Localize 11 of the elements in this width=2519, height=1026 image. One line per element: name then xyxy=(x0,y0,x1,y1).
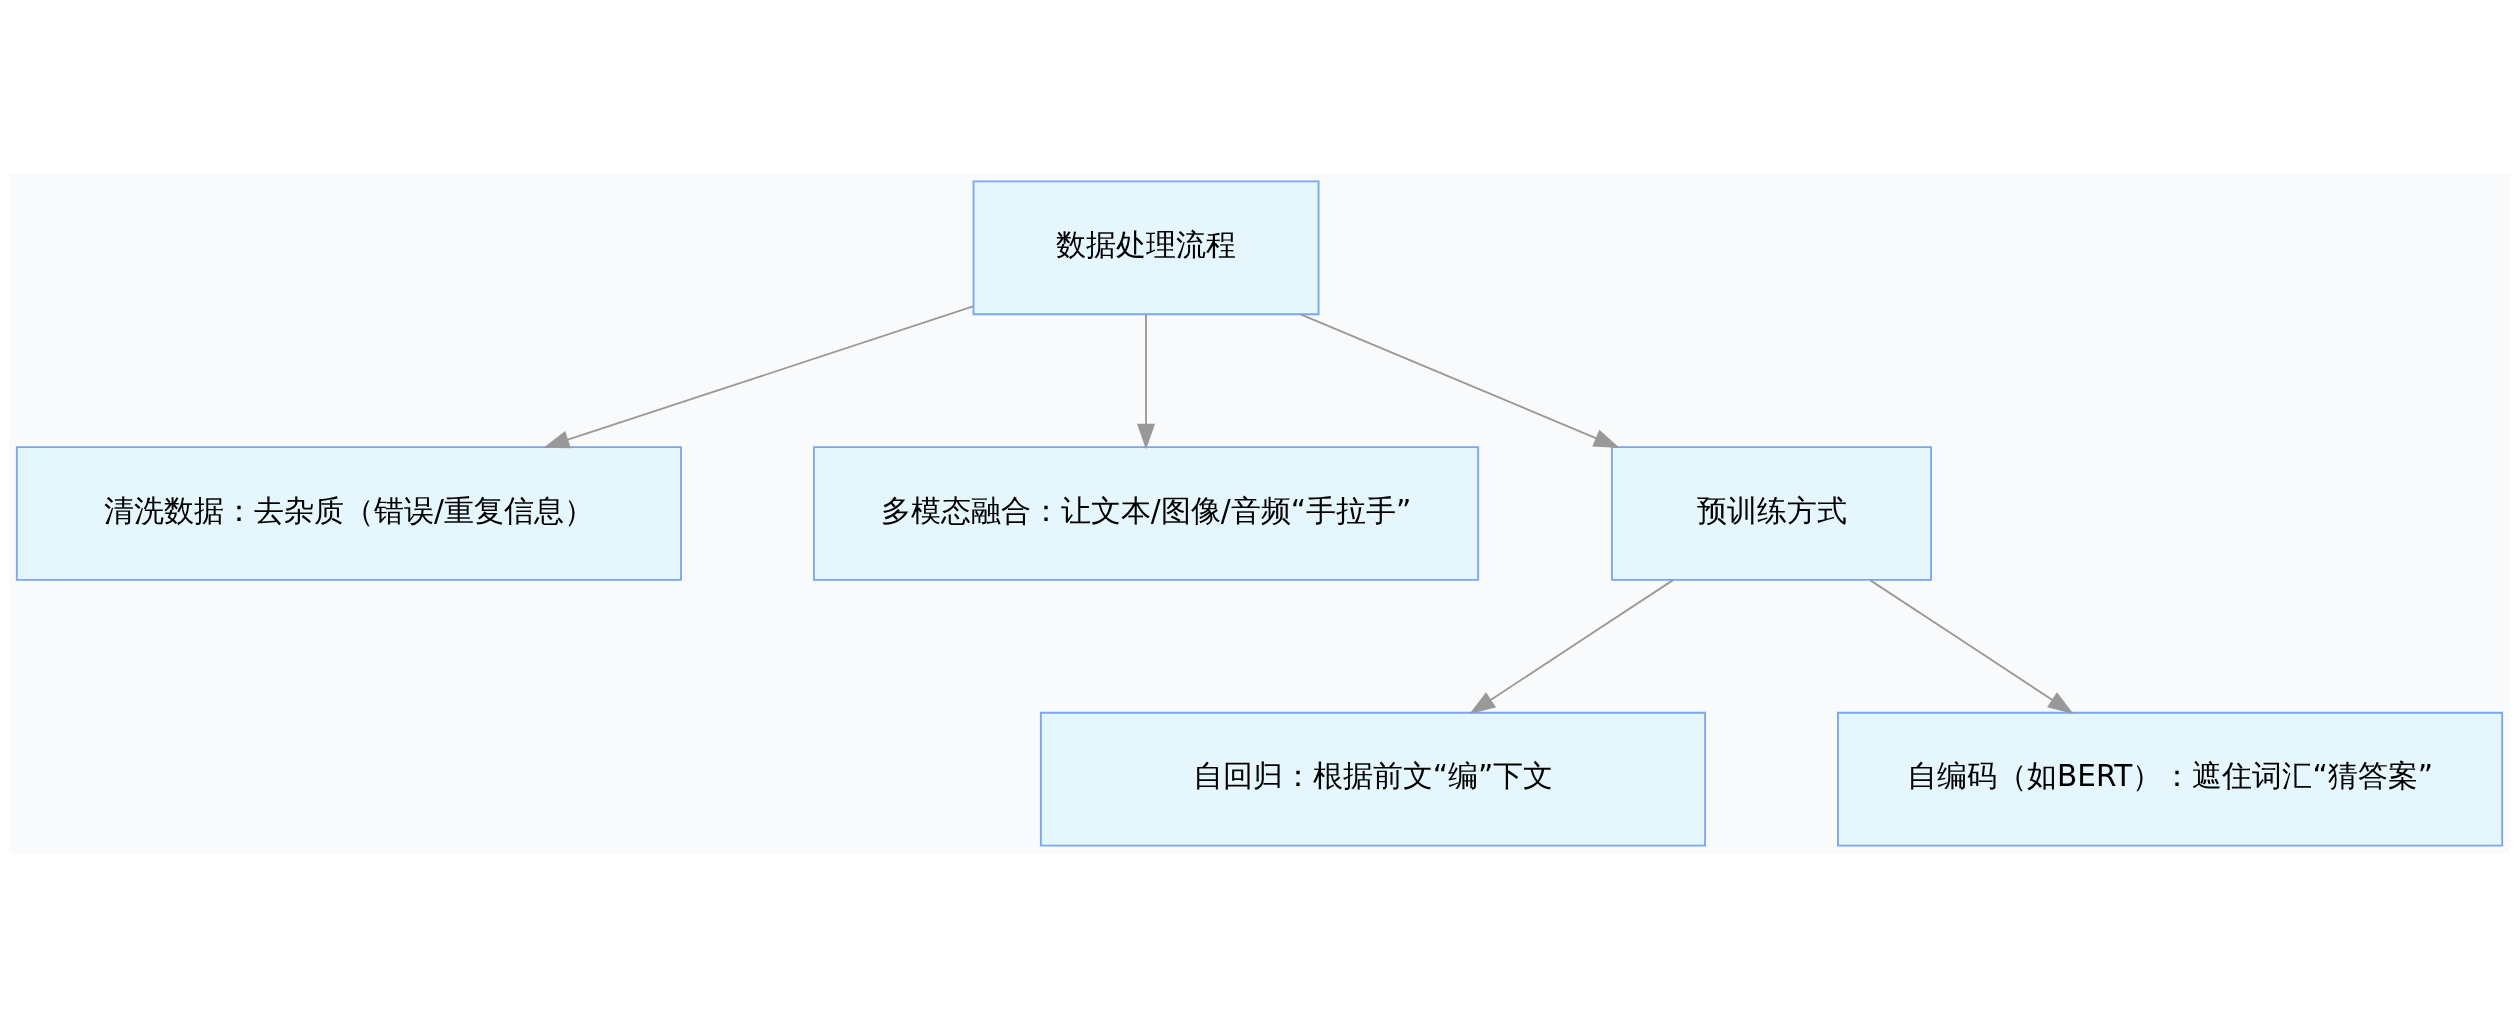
node-box: 自回归：根据前文“编”下文 xyxy=(1039,711,1706,847)
node-box: 数据处理流程 xyxy=(972,179,1320,315)
arrow xyxy=(1136,313,1156,450)
node-box: 多模态融合：让文本/图像/音频“手拉手” xyxy=(813,445,1480,581)
node-box: 自编码（如BERT）：遮住词汇“猜答案” xyxy=(1837,711,2504,847)
arrow xyxy=(1869,578,2074,714)
arrow xyxy=(1299,313,1620,448)
node-box: 预训练方式 xyxy=(1611,445,1933,581)
arrow xyxy=(543,305,974,448)
node-box: 清洗数据：去杂质（错误/重复信息） xyxy=(15,445,682,581)
arrow xyxy=(1469,578,1674,714)
